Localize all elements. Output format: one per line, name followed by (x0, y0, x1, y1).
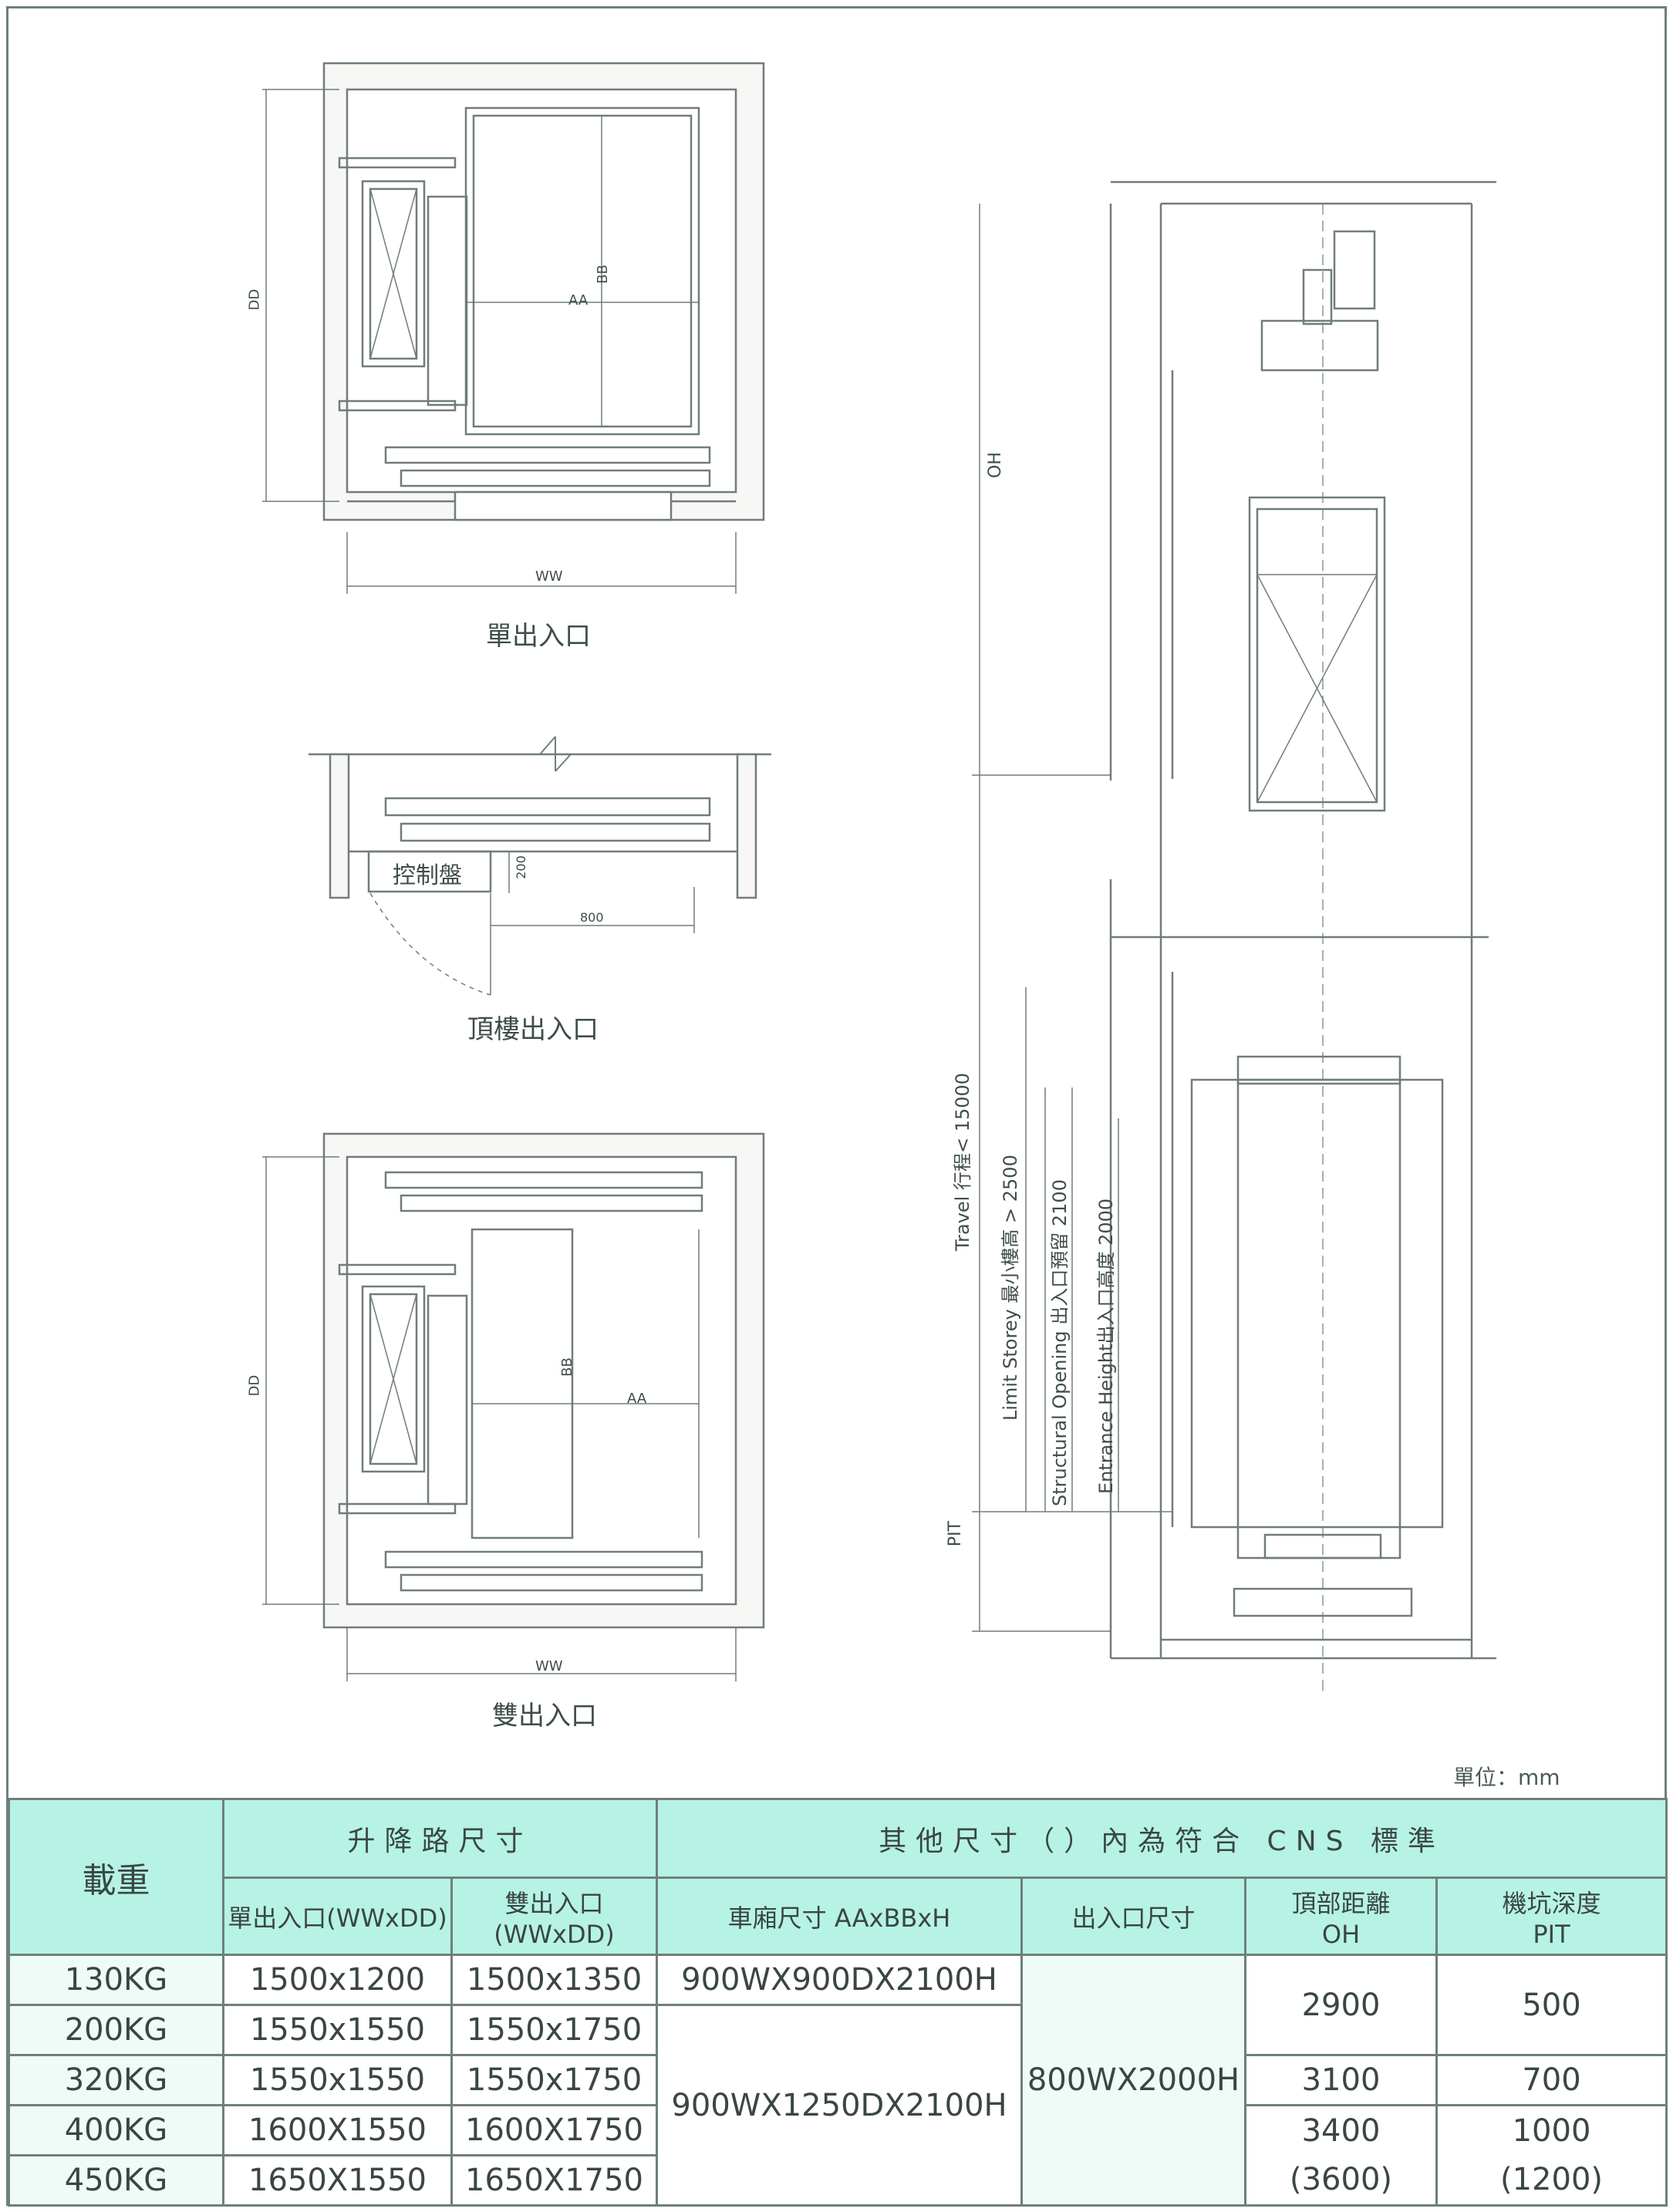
single-size-cell: 1550x1550 (222, 2004, 453, 2056)
shaft-size-header: 升降路尺寸 (221, 1798, 659, 1879)
section-pit-label: PIT (946, 1521, 965, 1547)
single-dim-bb: BB (594, 265, 611, 284)
double-entrance-plan (262, 1132, 765, 1681)
entrance-size-cell: 800WX2000H (1020, 1954, 1247, 2207)
entrance-height-label: Entrance Height出入口高度 2000 (1095, 1198, 1117, 1494)
double-size-cell: 1600X1750 (450, 2104, 659, 2156)
control-panel-label: 控制盤 (393, 862, 462, 889)
double-dim-dd: DD (246, 1374, 263, 1397)
double-size-cell: 1500x1350 (450, 1954, 659, 2006)
double-size-cell: 1650X1750 (450, 2154, 659, 2207)
load-header: 載重 (8, 1798, 224, 1956)
single-size-cell: 1500x1200 (222, 1954, 453, 2006)
single-size-cell: 1550x1550 (222, 2054, 453, 2106)
oh-cell: 3100 (1244, 2054, 1439, 2106)
top-dim-200: 200 (513, 855, 528, 879)
pit-header-line2: PIT (1533, 1919, 1570, 1949)
spec-table: 載重 升降路尺寸 其他尺寸（）內為符合 CNS 標準 單出入口(WWxDD) 雙… (8, 1798, 1668, 2207)
single-entrance-plan (262, 62, 765, 594)
single-size-cell: 1600X1550 (222, 2104, 453, 2156)
load-cell: 200KG (8, 2004, 224, 2056)
double-entrance-header: 雙出入口(WWxDD) (450, 1876, 659, 1956)
load-cell: 130KG (8, 1954, 224, 2006)
pit-header: 機坑深度 PIT (1435, 1876, 1668, 1956)
single-dim-dd: DD (246, 288, 263, 311)
double-dim-ww: WW (535, 1658, 563, 1674)
oh-cell: 2900 (1244, 1954, 1439, 2056)
double-dim-aa: AA (627, 1391, 647, 1407)
single-size-cell: 1650X1550 (222, 2154, 453, 2207)
car-size-cell: 900WX900DX2100H (656, 1954, 1024, 2006)
oh-cell: 3400 (1244, 2104, 1439, 2156)
structural-opening-label: Structural Opening 出入口預留 2100 (1049, 1179, 1071, 1506)
car-size-header: 車廂尺寸 AAxBBxH (656, 1876, 1024, 1956)
elevator-drawing (262, 62, 1496, 1697)
single-entrance-title: 單出入口 (486, 621, 591, 652)
car-size-cell: 900WX1250DX2100H (656, 2004, 1024, 2207)
pit-header-line1: 機坑深度 (1502, 1888, 1601, 1918)
double-size-cell: 1550x1750 (450, 2004, 659, 2056)
limit-storey-label: Limit Storey 最小樓高 > 2500 (1000, 1155, 1021, 1421)
oh-cns-cell: (3600) (1244, 2155, 1439, 2207)
pit-cell: 1000 (1435, 2104, 1668, 2156)
oh-header-line2: OH (1321, 1919, 1361, 1949)
load-cell: 400KG (8, 2104, 224, 2156)
section-oh-label: OH (986, 452, 1005, 478)
top-dim-800: 800 (580, 910, 604, 925)
oh-header: 頂部距離 OH (1244, 1876, 1439, 1956)
shaft-section (972, 180, 1496, 1697)
double-entrance-title: 雙出入口 (492, 1701, 597, 1731)
top-floor-entrance-plan (309, 736, 771, 996)
load-cell: 450KG (8, 2154, 224, 2207)
oh-header-line1: 頂部距離 (1291, 1888, 1391, 1918)
pit-cell: 500 (1435, 1954, 1668, 2056)
entrance-size-header: 出入口尺寸 (1020, 1876, 1247, 1956)
double-dim-bb: BB (558, 1357, 575, 1377)
single-dim-aa: AA (568, 292, 589, 309)
travel-label: Travel 行程< 15000 (952, 1072, 973, 1251)
other-size-header: 其他尺寸（）內為符合 CNS 標準 (656, 1798, 1668, 1879)
double-size-cell: 1550x1750 (450, 2054, 659, 2106)
pit-cell: 700 (1435, 2054, 1668, 2106)
single-entrance-header: 單出入口(WWxDD) (222, 1876, 453, 1956)
pit-cns-cell: (1200) (1435, 2155, 1668, 2207)
load-cell: 320KG (8, 2054, 224, 2106)
top-floor-entrance-title: 頂樓出入口 (467, 1014, 599, 1045)
single-dim-ww: WW (535, 568, 563, 585)
unit-label: 單位：mm (1453, 1765, 1560, 1790)
